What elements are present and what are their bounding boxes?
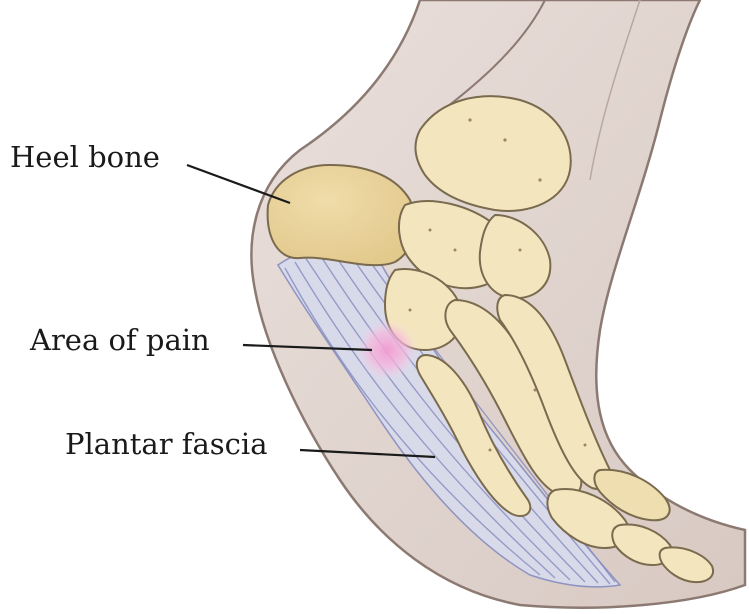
plantar-fascia-label: Plantar fascia [65,430,268,459]
area-of-pain-label: Area of pain [30,326,210,355]
heel-bone-label: Heel bone [10,143,160,172]
